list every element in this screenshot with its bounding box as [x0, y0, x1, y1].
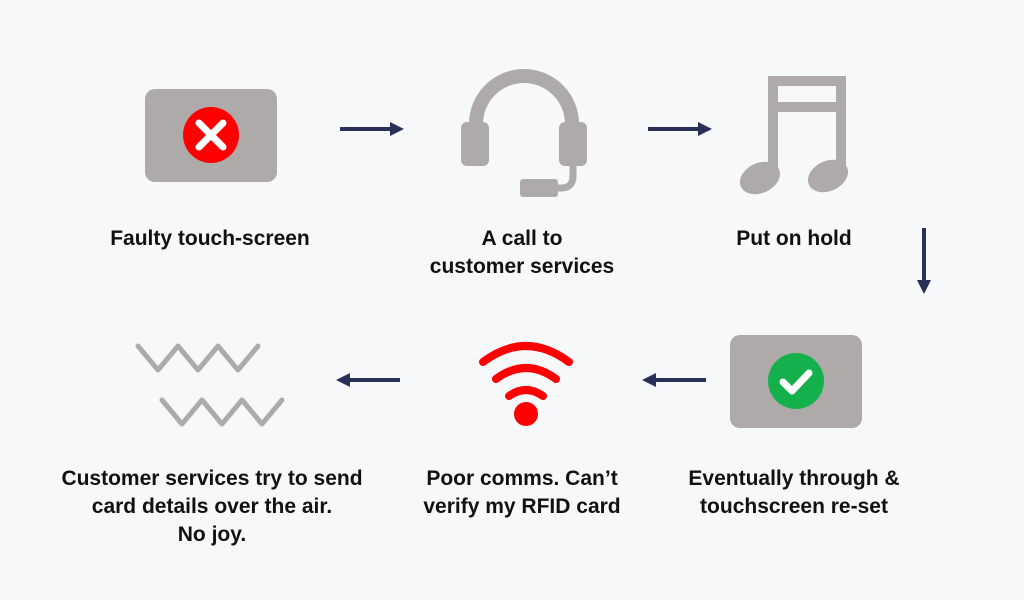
step-1-label: Faulty touch-screen: [110, 227, 310, 250]
arrow-right-2: [648, 122, 712, 136]
step-5-label: Poor comms. Can’t verify my RFID card: [423, 467, 621, 518]
arrow-down: [917, 228, 931, 294]
step-2-label: A call to customer services: [429, 227, 615, 278]
step-3-label: Put on hold: [736, 227, 852, 250]
screen-check-icon: [730, 335, 862, 428]
step-4-label: Eventually through & touchscreen re-set: [688, 467, 900, 518]
step-6-label: Customer services try to send card detai…: [61, 467, 363, 546]
arrow-left-2: [336, 373, 400, 387]
wifi-signal-icon: [479, 342, 573, 426]
zigzag-waves-icon: [135, 343, 285, 427]
music-note-icon: [739, 76, 849, 195]
arrow-left-1: [642, 373, 706, 387]
arrow-right-1: [340, 122, 404, 136]
screen-error-icon: [145, 89, 277, 182]
headset-icon: [461, 69, 587, 197]
